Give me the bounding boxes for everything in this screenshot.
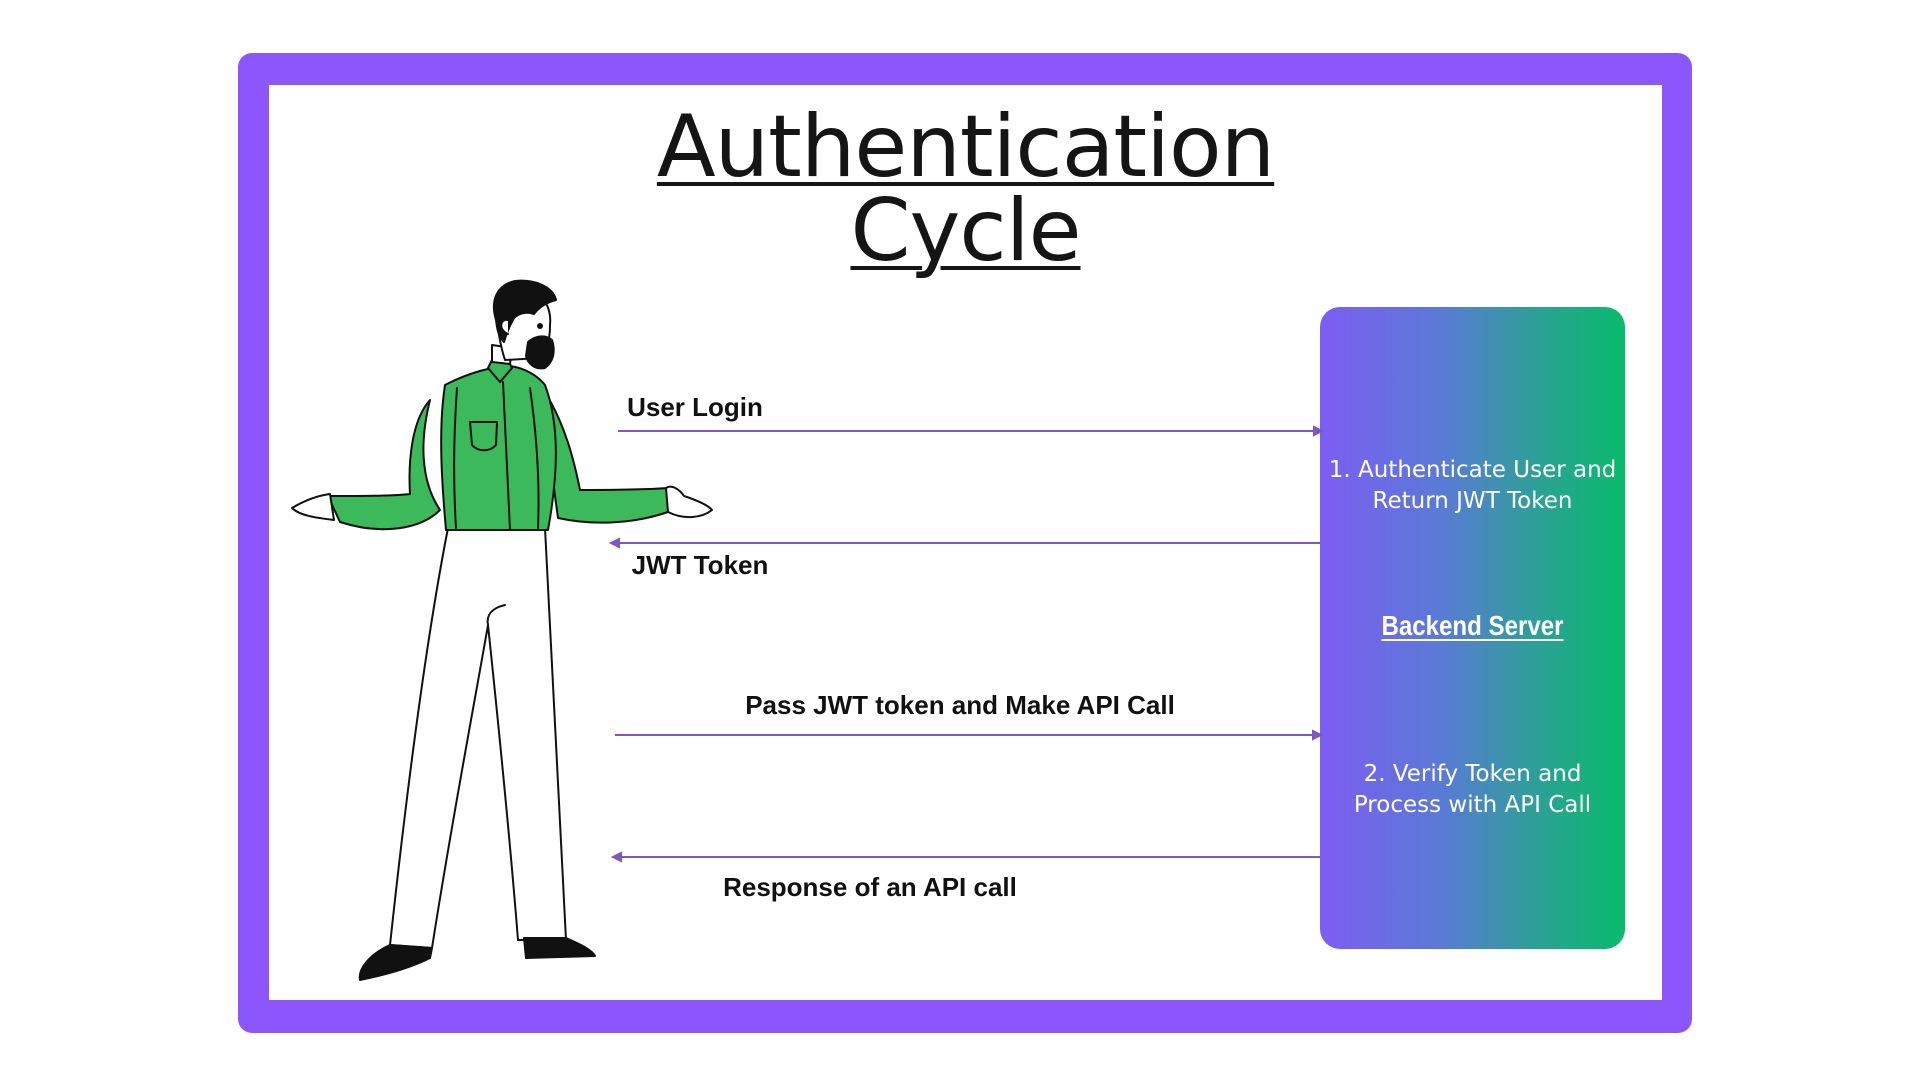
server-step-2-line-1: 2. Verify Token and [1363,761,1582,787]
backend-server-title: Backend Server [1381,610,1564,641]
user-login-arrow [618,425,1325,437]
server-step-2-line-2: Process with API Call [1353,792,1592,818]
server-step-2: 2. Verify Token and Process with API Cal… [1320,759,1625,821]
jwt-token-label: JWT Token [631,550,769,580]
api-response-label: Response of an API call [723,872,1017,902]
jwt-token-arrow [608,537,1320,549]
backend-server-box: 1. Authenticate User and Return JWT Toke… [1320,307,1625,949]
title-line-1: Authentication [656,97,1275,197]
server-step-1-line-1: 1. Authenticate User and [1328,457,1617,483]
title-line-2: Cycle [850,181,1081,281]
person-illustration-icon [291,279,713,981]
server-step-1: 1. Authenticate User and Return JWT Toke… [1320,455,1625,517]
user-login-label: User Login [627,392,763,422]
api-call-arrow [615,729,1324,741]
api-response-arrow [610,851,1320,863]
server-step-1-line-2: Return JWT Token [1372,488,1573,514]
api-call-label: Pass JWT token and Make API Call [745,690,1175,720]
